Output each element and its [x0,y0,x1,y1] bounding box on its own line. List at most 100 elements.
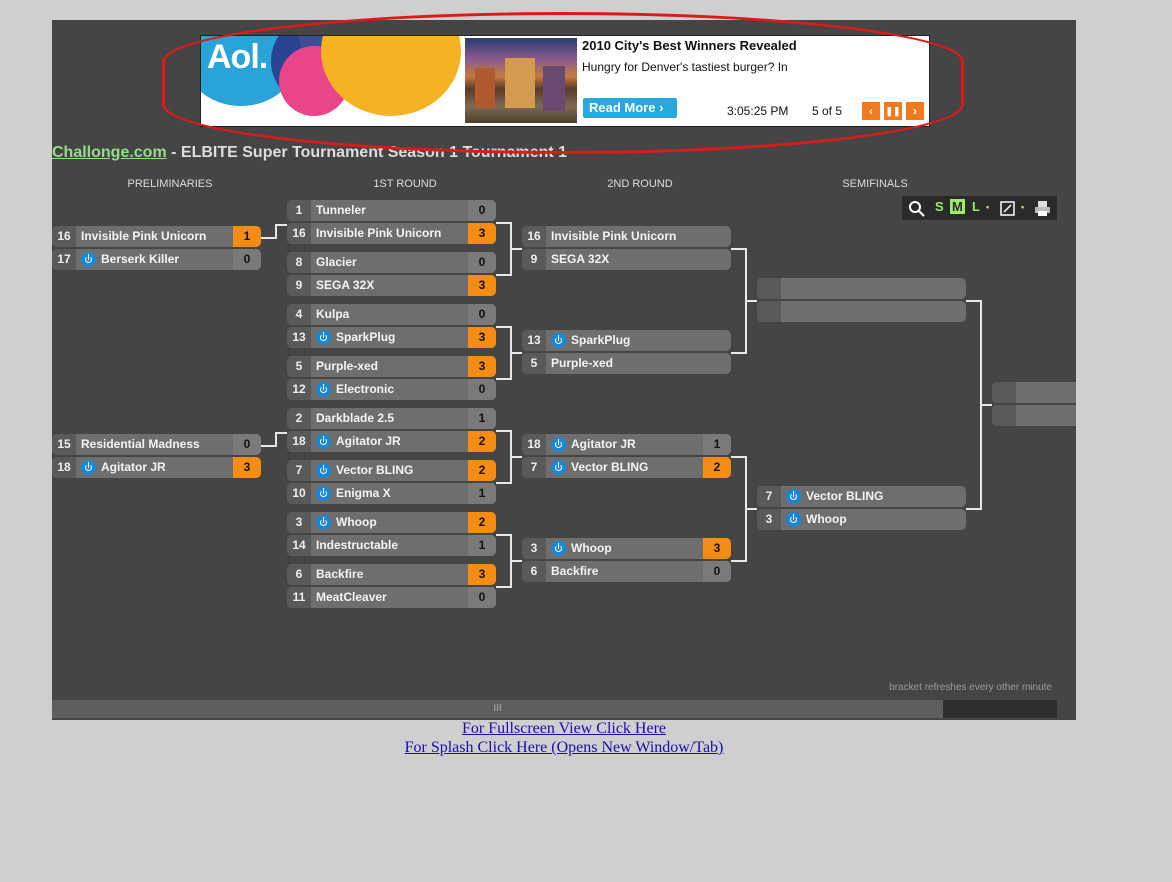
ad-pause-button[interactable]: ❚❚ [884,102,902,120]
ad-photo[interactable] [465,38,577,123]
size-large-button[interactable]: L [972,199,980,214]
ad-subtext[interactable]: Hungry for Denver's tastiest burger? In [582,60,788,74]
player-name: Agitator JR [336,434,401,448]
empty-slot [757,301,966,322]
seed-number: 13 [522,330,546,351]
splash-link[interactable]: For Splash Click Here (Opens New Window/… [404,739,724,756]
seed-number: 7 [287,460,311,481]
bracket-connector-line [496,222,512,224]
player-name: Agitator JR [571,437,636,451]
player-name: Vector BLING [336,463,414,477]
bracket-connector-line [275,432,277,447]
round-header-semifinals: SEMIFINALS [842,178,908,190]
ad-next-button[interactable]: › [906,102,924,120]
read-more-button[interactable]: Read More › [583,98,677,118]
ad-banner[interactable]: Aol. 2010 City's Best Winners Revealed H… [200,35,930,127]
seed-number: 3 [757,509,781,530]
power-icon [316,515,331,530]
player-name: Berserk Killer [101,252,180,266]
printer-icon[interactable] [1034,200,1051,217]
challonge-link[interactable]: Challonge.com [52,144,167,161]
power-icon [81,252,96,267]
ad-headline[interactable]: 2010 City's Best Winners Revealed [582,38,797,53]
horizontal-scrollbar[interactable]: III [52,700,1057,718]
seed-number: 3 [522,538,546,559]
power-icon [551,437,566,452]
power-icon [551,460,566,475]
seed-number: 16 [52,226,76,247]
player-name: SparkPlug [336,330,396,344]
player-score: 2 [703,457,731,478]
player-score: 3 [468,275,496,296]
power-icon [316,434,331,449]
player-name: Invisible Pink Unicorn [551,229,677,243]
seed-number: 6 [522,561,546,582]
player-score: 0 [468,379,496,400]
seed-number: 16 [287,223,311,244]
seed-number: 8 [287,252,311,273]
seed-number: 9 [522,249,546,270]
player-name: Whoop [806,512,847,526]
player-name: Enigma X [336,486,391,500]
power-icon [786,489,801,504]
power-icon [316,486,331,501]
bracket-connector-line [510,560,522,562]
player-name: Invisible Pink Unicorn [81,229,207,243]
ad-prev-button[interactable]: ‹ [862,102,880,120]
aol-logo[interactable]: Aol. [201,36,463,126]
ad-counter: 5 of 5 [812,104,843,118]
seed-number: 10 [287,483,311,504]
separator-dot-2: • [1021,202,1025,212]
player-score: 3 [233,457,261,478]
player-row[interactable]: 13 SparkPlug [522,330,731,351]
fullscreen-link-row: For Fullscreen View Click Here [0,720,1128,738]
power-icon [316,463,331,478]
logo-blob-yellow [321,36,461,116]
player-name: Glacier [316,255,357,269]
scroll-thumb[interactable]: III [52,700,943,718]
aol-logo-text: Aol. [207,38,268,76]
seed-number: 7 [757,486,781,507]
round-header-round1: 1ST ROUND [373,178,437,190]
size-small-button[interactable]: S [935,199,944,214]
player-row[interactable]: 3 Whoop [757,509,966,530]
player-name: SparkPlug [571,333,631,347]
fullscreen-link[interactable]: For Fullscreen View Click Here [461,720,667,737]
seed-number: 14 [287,535,311,556]
search-icon[interactable] [908,200,926,218]
player-name: Whoop [336,515,377,529]
player-name: SEGA 32X [316,278,375,292]
expand-icon[interactable] [1000,201,1015,216]
size-medium-button[interactable]: M [950,199,965,214]
seed-number: 17 [52,249,76,270]
bracket-connector-line [731,248,747,250]
